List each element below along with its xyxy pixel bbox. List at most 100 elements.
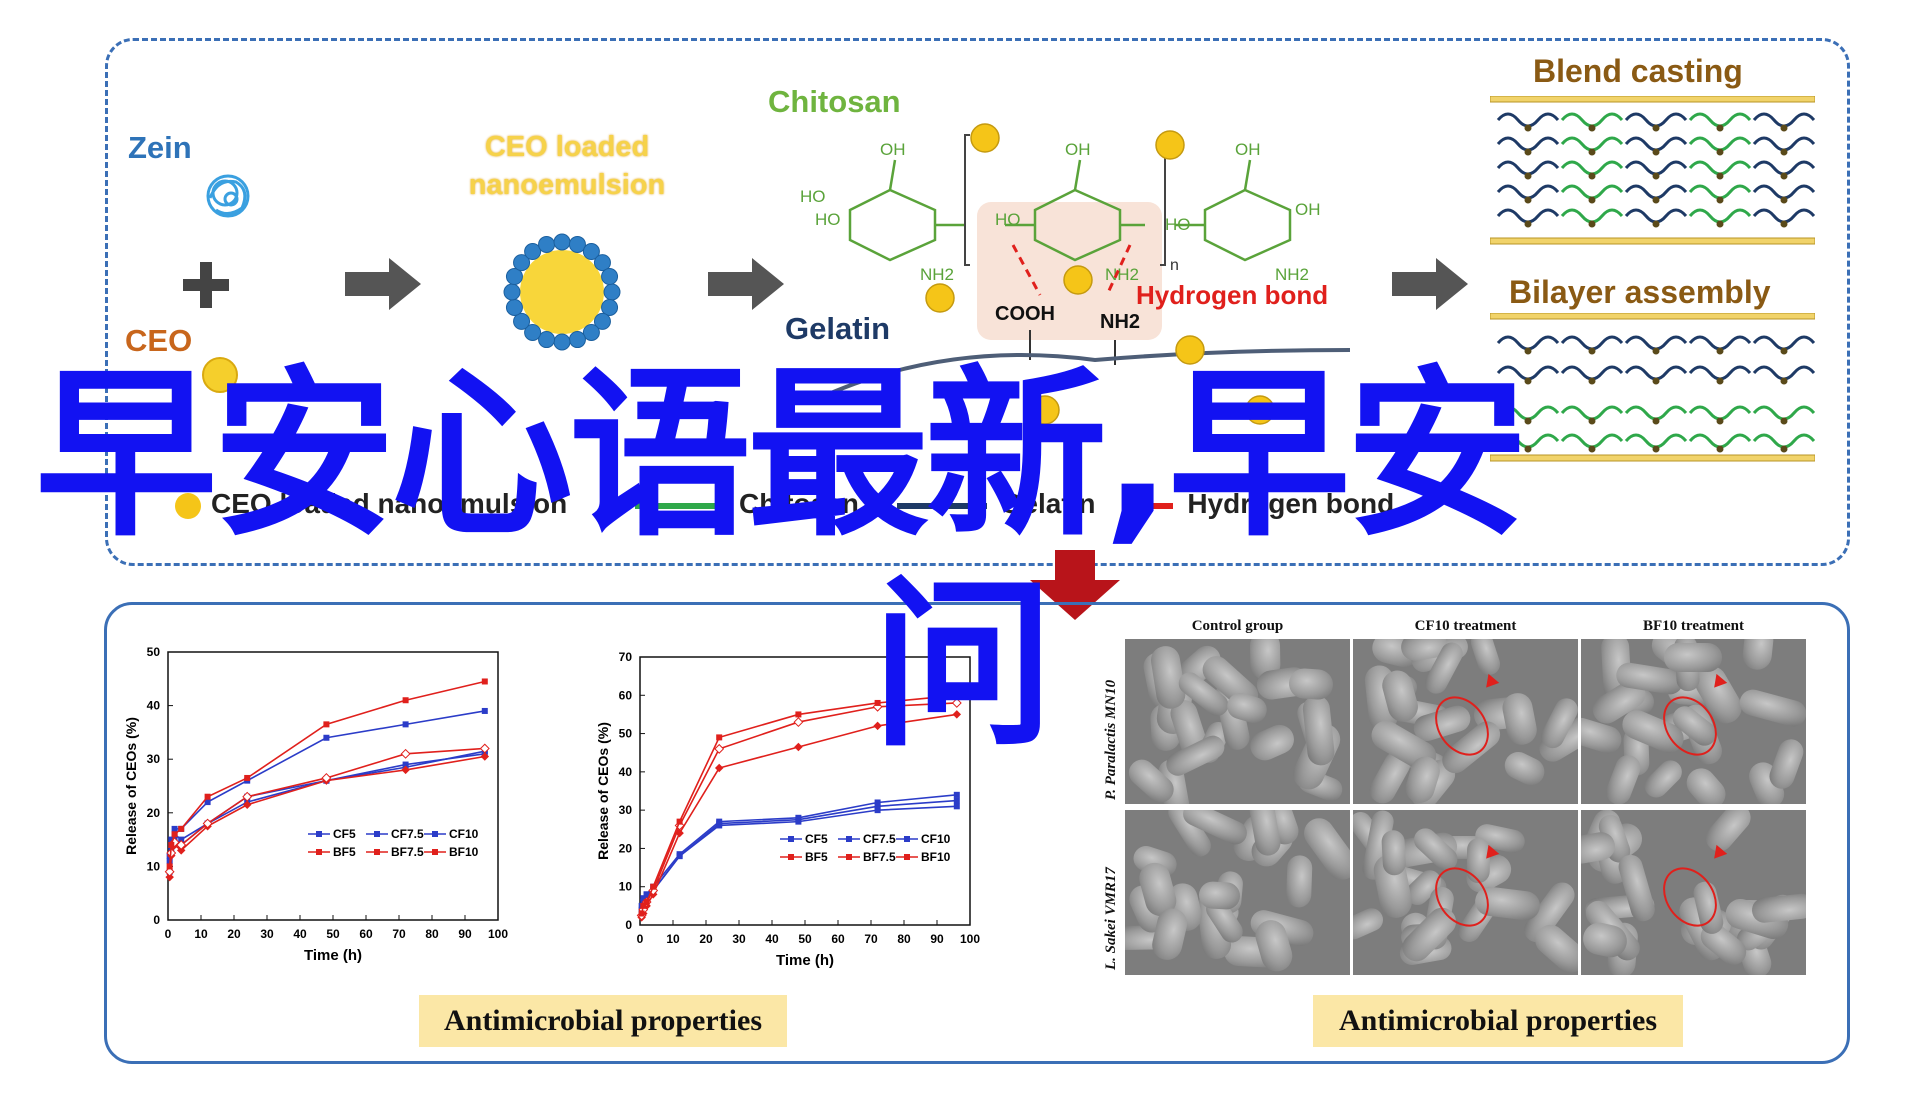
ceo-droplet (1524, 196, 1532, 204)
data-point (676, 818, 683, 825)
label-gelatin: Gelatin (785, 311, 891, 346)
legend-item-hydrogen-bond: Hydrogen bond (1187, 488, 1395, 519)
y-axis-label: Release of CEOs (%) (123, 717, 139, 855)
x-tick-label: 10 (194, 927, 208, 941)
legend-label: BF7.5 (863, 850, 896, 864)
y-tick-label: 30 (619, 803, 633, 817)
legend-marker (846, 836, 852, 842)
legend-marker (316, 849, 322, 855)
x-axis-label: Time (h) (776, 952, 834, 969)
ceo-droplet (1780, 445, 1788, 453)
ceo-droplet (1780, 124, 1788, 132)
x-tick-label: 90 (458, 927, 472, 941)
y-tick-label: 60 (619, 688, 633, 702)
polymer-chain (1624, 160, 1688, 176)
nanoemulsion-bead (505, 298, 523, 316)
polymer-chain (1688, 405, 1752, 421)
legend-label: CF10 (449, 827, 479, 841)
y-tick-label: 10 (147, 859, 161, 873)
legend-marker (788, 836, 794, 842)
label-chitosan: Chitosan (768, 84, 901, 119)
nanoemulsion-bead (601, 298, 619, 316)
data-point (178, 836, 185, 843)
arrow-down-icon (1030, 550, 1120, 620)
polymer-chain (1560, 208, 1624, 224)
oh-label-4: OH (1295, 200, 1321, 219)
data-point (178, 825, 185, 832)
nanoemulsion-bead (505, 268, 523, 286)
micro-row-paralactis: P. Paralactis MN10 (1103, 679, 1119, 800)
x-tick-label: 30 (260, 927, 274, 941)
polymer-chain (1624, 433, 1688, 449)
ceo-droplet (1716, 172, 1724, 180)
nanoemulsion-bead (553, 333, 571, 351)
data-point (953, 797, 960, 804)
bilayer-assembly-film-icon (1490, 313, 1815, 462)
data-point (321, 773, 332, 783)
data-point (204, 799, 211, 806)
ceo-droplet (1588, 445, 1596, 453)
data-point (204, 793, 211, 800)
data-point (481, 678, 488, 685)
x-tick-label: 40 (293, 927, 307, 941)
legend-green-wave-icon (635, 502, 726, 509)
polymer-chain (1624, 112, 1688, 128)
legend-label: BF5 (805, 850, 828, 864)
polymer-chain (1752, 112, 1815, 128)
oh-label-2: OH (1065, 140, 1091, 159)
bacteria-cell (1750, 892, 1806, 924)
bacteria-cell (1700, 810, 1757, 858)
x-tick-label: 0 (637, 932, 644, 946)
ho-label-3: HO (995, 210, 1021, 229)
x-tick-label: 10 (666, 932, 680, 946)
legend-item-gelatin: Gelatin (1000, 488, 1096, 519)
bacteria-cell (1467, 639, 1503, 678)
polymer-chain (1688, 365, 1752, 381)
polymer-chain (1752, 405, 1815, 421)
data-point (164, 866, 175, 877)
pointer-arrow-icon (1480, 673, 1500, 693)
data-point (640, 895, 647, 902)
data-point (242, 800, 252, 810)
bacteria-cell (1602, 751, 1644, 804)
nh2-label-2: NH2 (1105, 265, 1139, 284)
label-ceo: CEO (125, 323, 193, 358)
bacteria-cell (1736, 686, 1806, 730)
polymer-chain (1752, 433, 1815, 449)
ceo-droplet (1716, 124, 1724, 132)
ceo-droplet (1780, 172, 1788, 180)
data-point (953, 692, 960, 699)
ceo-droplet (1716, 347, 1724, 355)
polymer-chain (1688, 136, 1752, 152)
y-tick-label: 50 (619, 727, 633, 741)
polymer-chain (1624, 335, 1688, 351)
nanoemulsion-line1: CEO loaded (484, 131, 650, 163)
y-tick-label: 0 (153, 913, 160, 927)
polymer-chain (1560, 112, 1624, 128)
y-tick-label: 20 (619, 841, 633, 855)
micro-row-sakei: L. Sakei VMR17 (1103, 867, 1119, 970)
series-line-cf7-5 (168, 750, 485, 862)
ceo-droplet (1716, 148, 1724, 156)
legend-item-chitosan: Chitosan (739, 488, 859, 519)
data-point (480, 752, 490, 761)
antimicrobial-label-left: Antimicrobial properties (419, 995, 787, 1047)
ceo-droplet (1588, 377, 1596, 385)
overlay-title-text: 早安心语最新,早安 (35, 349, 1528, 561)
label-ceo-loaded-nanoemulsion: CEO loaded nanoemulsion (452, 128, 682, 204)
data-point (168, 836, 175, 843)
bacteria-cell (1286, 854, 1314, 909)
polymer-chain (1496, 335, 1560, 351)
ceo-droplet (1588, 220, 1596, 228)
ceo-droplet-icon (202, 357, 238, 393)
data-point (716, 734, 723, 741)
polymer-chain (1624, 208, 1688, 224)
x-tick-label: 0 (165, 927, 172, 941)
arrow-right-icon-3 (1392, 258, 1468, 310)
legend-navy-wave-icon (896, 502, 987, 509)
polymer-chain (1496, 208, 1560, 224)
nanoemulsion-bead (503, 283, 521, 301)
polymer-chain (1560, 184, 1624, 200)
data-point (794, 742, 803, 752)
nanoemulsion-bead (513, 254, 531, 272)
